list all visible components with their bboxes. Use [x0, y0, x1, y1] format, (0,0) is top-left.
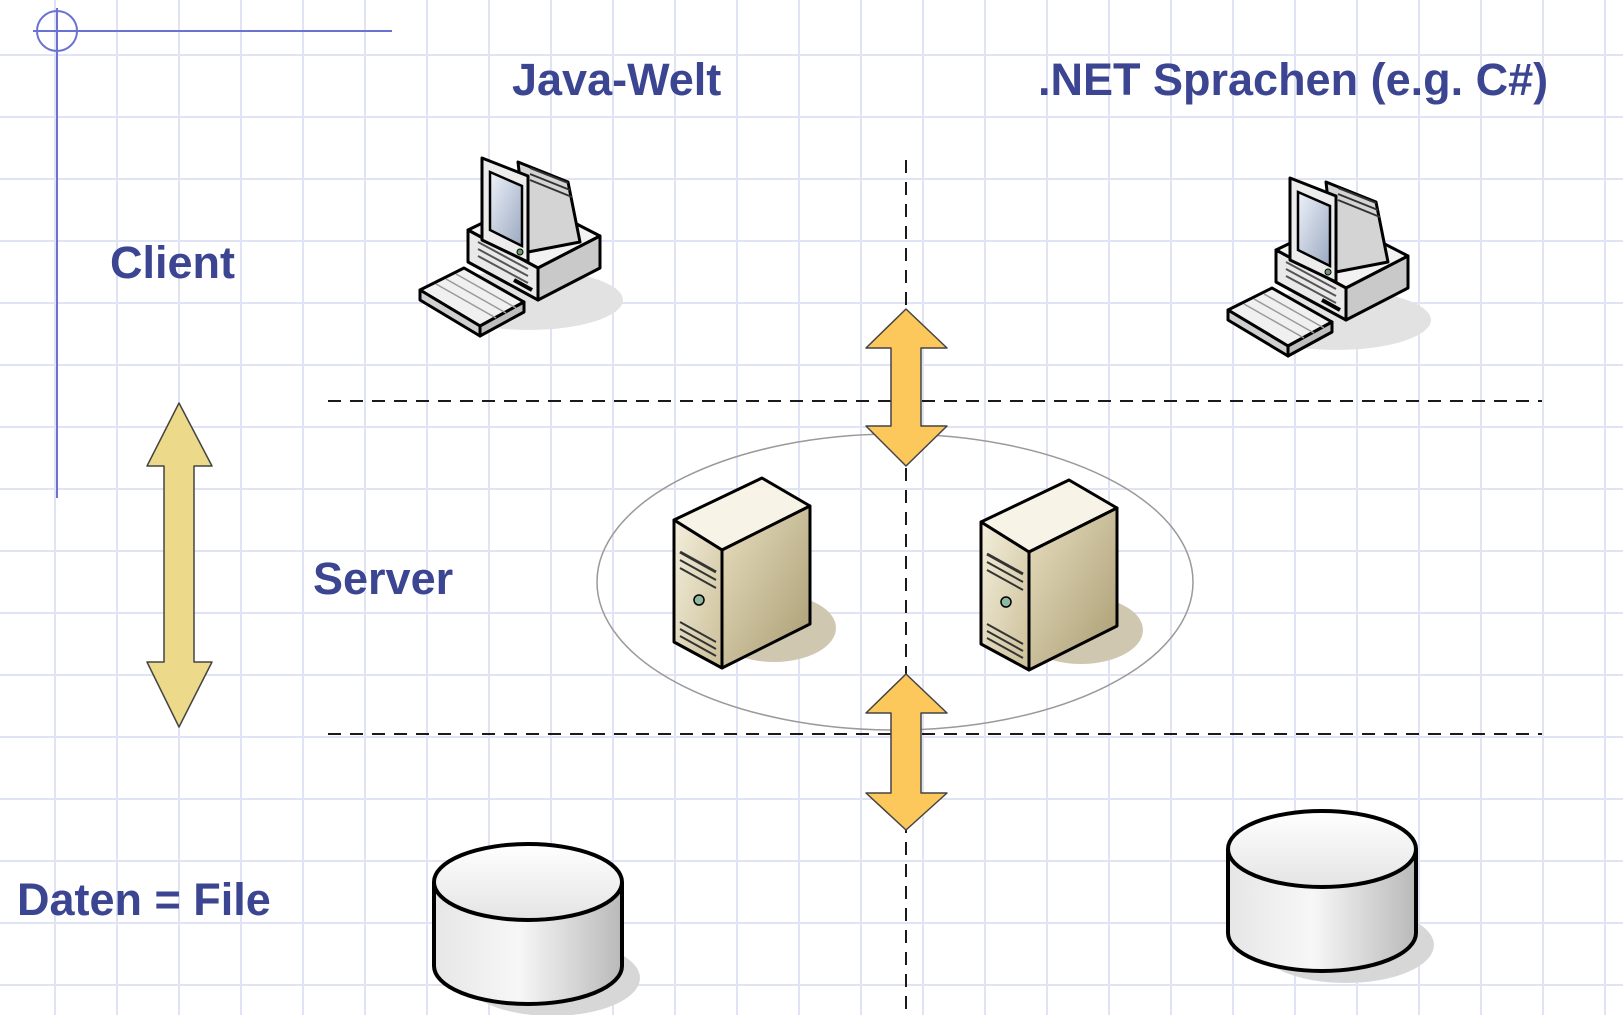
client-server-arrow-icon: [865, 308, 948, 467]
slide-decoration: [33, 8, 392, 498]
separator-lines: [328, 160, 1542, 1015]
database-icon-java: [432, 842, 642, 1015]
column-title-dotnet: .NET Sprachen (e.g. C#): [1038, 54, 1549, 105]
tier-label-server: Server: [313, 553, 454, 604]
server-icon-dotnet: [979, 478, 1145, 672]
tier-label-data: Daten = File: [17, 874, 271, 925]
database-icon-dotnet: [1226, 809, 1436, 985]
tier-label-client: Client: [110, 237, 236, 288]
client-computer-icon-dotnet: [1226, 176, 1433, 358]
server-data-arrow-icon: [865, 673, 948, 831]
column-title-java: Java-Welt: [512, 54, 722, 105]
client-computer-icon-java: [418, 156, 625, 338]
server-icon-java: [672, 476, 838, 670]
tier-arrow-icon: [146, 402, 213, 728]
